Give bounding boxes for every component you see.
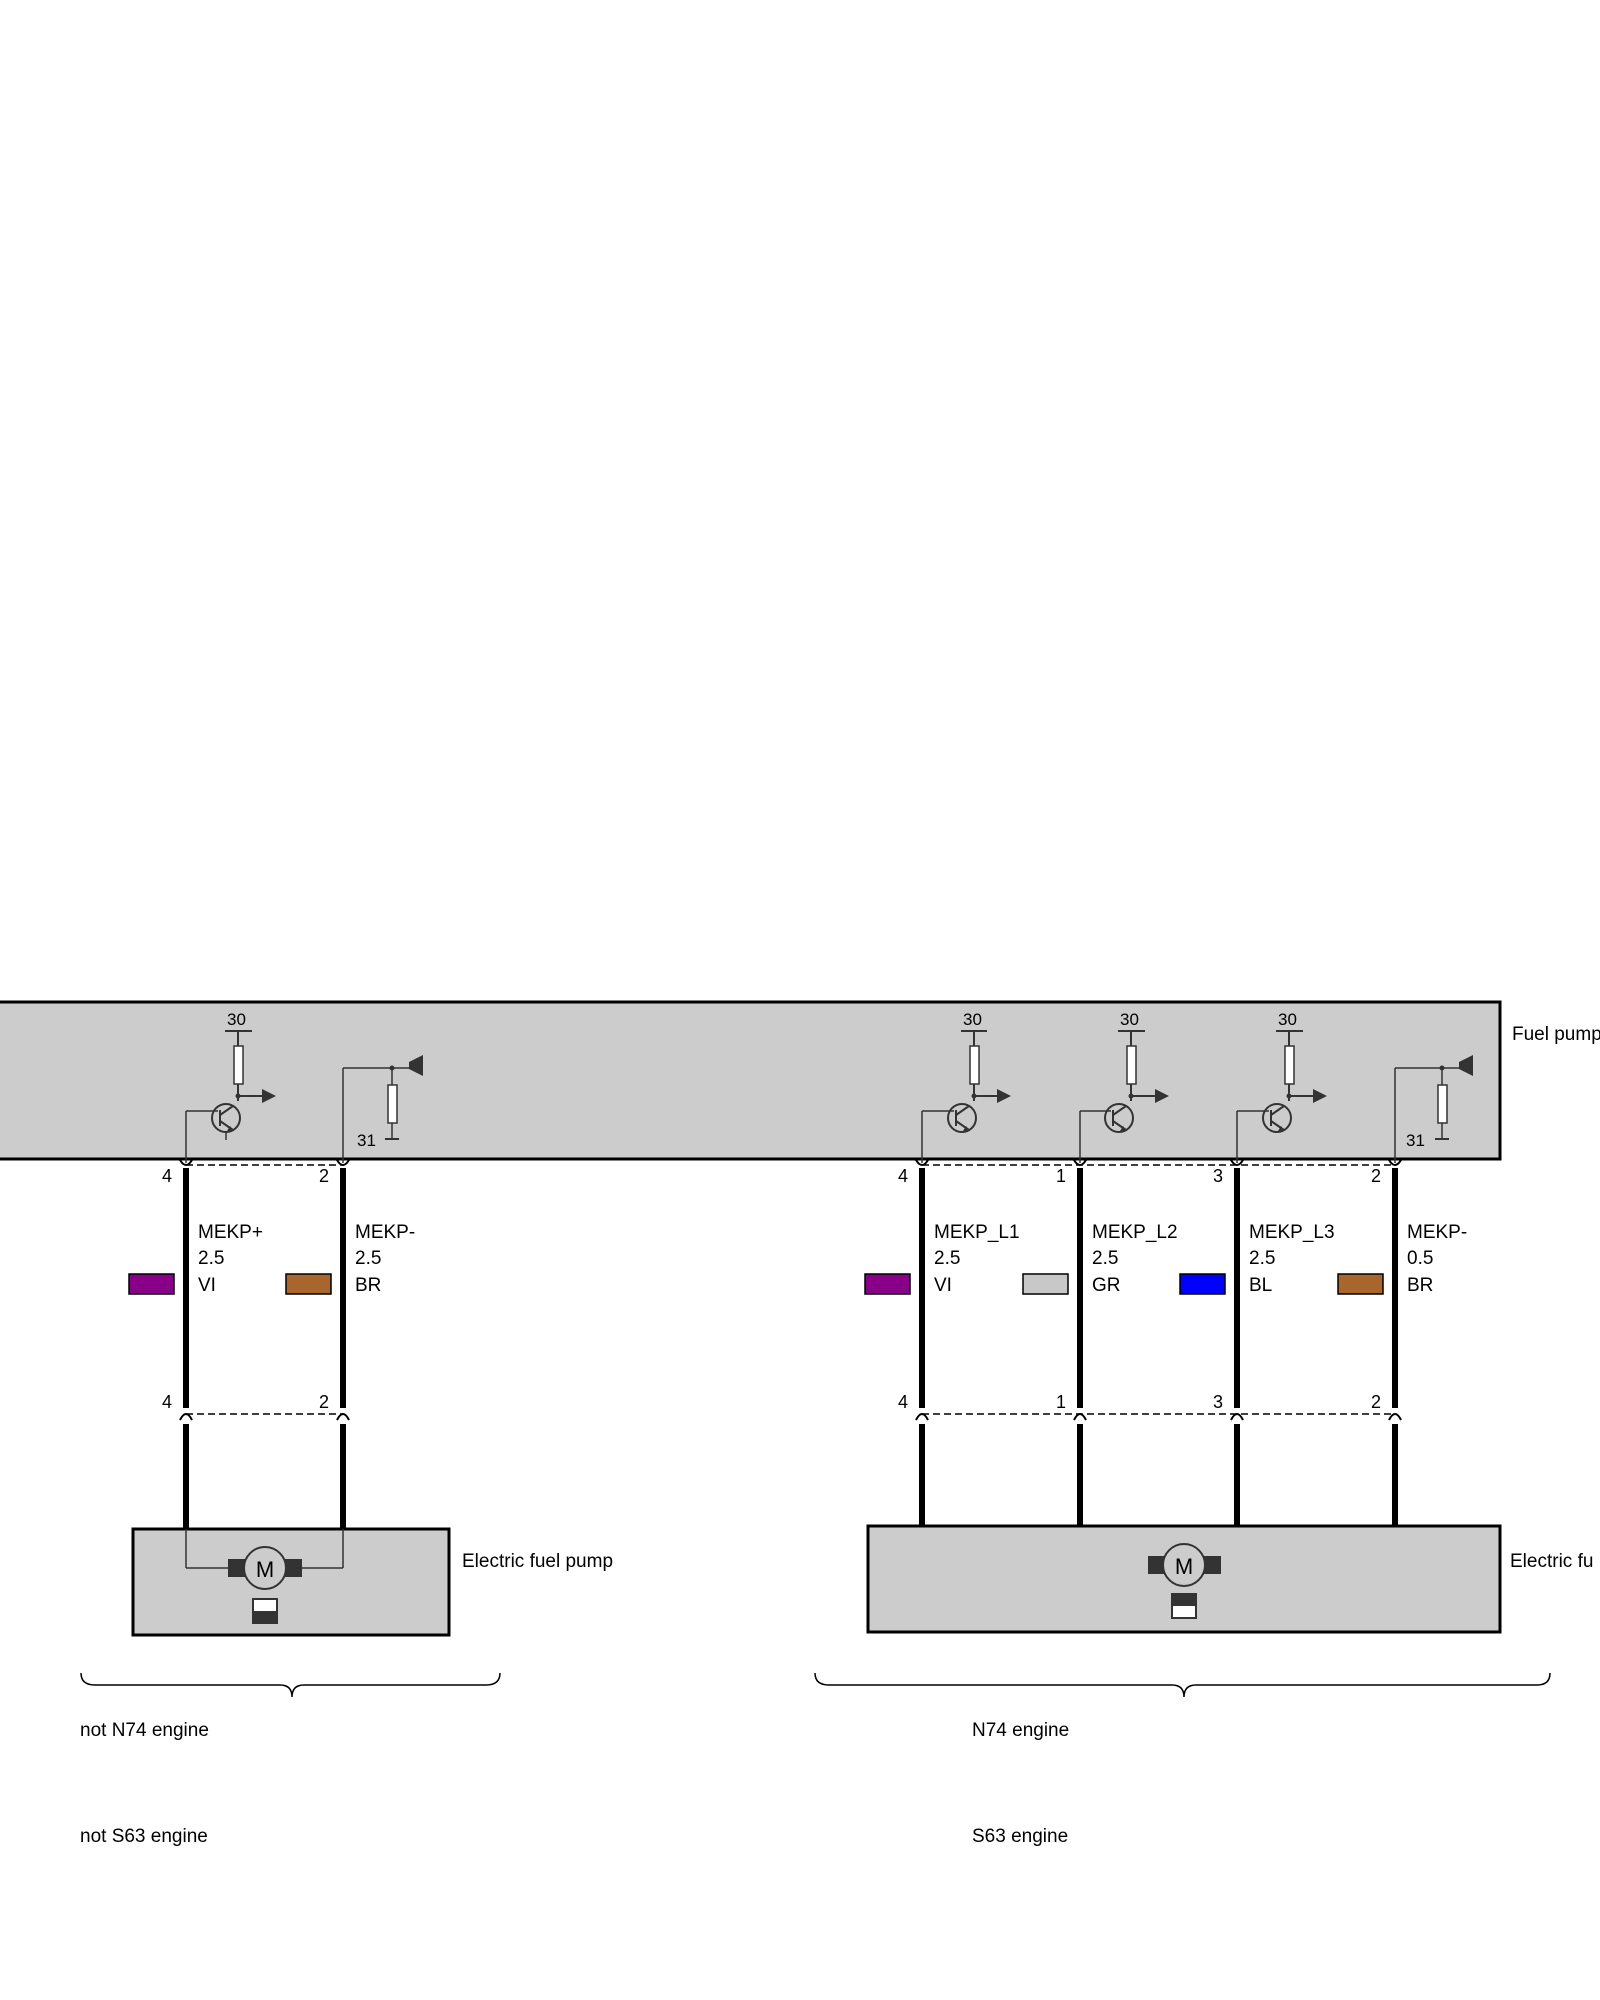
wire-color-swatch [285, 1273, 332, 1295]
terminal-31-label: 31 [1406, 1131, 1425, 1150]
connector-pin-mark [1388, 1413, 1402, 1421]
connector-pin-mark [179, 1413, 193, 1421]
connector-pin-mark [179, 1159, 193, 1166]
wire-size: 2.5 [1249, 1248, 1275, 1269]
connector-pin-mark [915, 1413, 929, 1421]
wire-color-code: GR [1092, 1275, 1121, 1296]
terminal-30-label: 30 [1278, 1010, 1297, 1029]
wire-color-swatch [864, 1273, 911, 1295]
left-ground-sense: 31 [342, 1055, 423, 1163]
control-unit-label: Fuel pump [1512, 1024, 1600, 1045]
wire-color-swatch [1337, 1273, 1384, 1295]
wire-size: 2.5 [934, 1248, 960, 1269]
output-arrow-icon [1313, 1089, 1327, 1103]
connector-pin-mark [1230, 1413, 1244, 1421]
pin-number-top: 4 [162, 1166, 172, 1186]
pin-number-bottom: 4 [898, 1392, 908, 1412]
wire-signal-name: MEKP- [355, 1222, 415, 1243]
right-high-side-driver-3: 30 [1236, 1010, 1327, 1163]
right-high-side-driver-1: 30 [921, 1010, 1011, 1163]
output-arrow-icon [262, 1089, 276, 1103]
variant-right-line1: N74 engine [972, 1720, 1069, 1741]
fuel-level-sensor-icon [252, 1598, 278, 1624]
wire-signal-name: MEKP+ [198, 1222, 263, 1243]
wire-color-swatch [1022, 1273, 1069, 1295]
brace-right [814, 1672, 1551, 1698]
pin-number-bottom: 2 [1371, 1392, 1381, 1412]
wire-color-code: BR [1407, 1275, 1433, 1296]
pin-number-bottom: 1 [1056, 1392, 1066, 1412]
pin-number-bottom: 3 [1213, 1392, 1223, 1412]
fuel-level-sensor-icon [1171, 1593, 1197, 1619]
connector-outlines [186, 1164, 1395, 1415]
wire-color-swatch [1179, 1273, 1226, 1295]
electric-fuel-pump-right-label: Electric fu [1510, 1551, 1593, 1572]
connector-pin-mark [1388, 1159, 1402, 1166]
wire-signal-name: MEKP_L2 [1092, 1222, 1178, 1243]
input-arrow-icon [1459, 1055, 1473, 1076]
variant-left-line2: not S63 engine [80, 1826, 208, 1847]
variant-right-line2: S63 engine [972, 1826, 1068, 1847]
right-high-side-driver-2: 30 [1079, 1010, 1169, 1163]
wire-size: 2.5 [355, 1248, 381, 1269]
wire-signal-name: MEKP_L1 [934, 1222, 1020, 1243]
variant-left-line1: not N74 engine [80, 1720, 209, 1741]
pin-number-bottom: 4 [162, 1392, 172, 1412]
wire-color-swatch [128, 1273, 175, 1295]
left-high-side-driver: 30 [185, 1010, 276, 1163]
wire-signal-name: MEKP- [1407, 1222, 1467, 1243]
pin-number-top: 2 [319, 1166, 329, 1186]
electric-fuel-pump-left [131, 1527, 451, 1637]
terminal-30-label: 30 [1120, 1010, 1139, 1029]
right-ground-sense: 31 [1394, 1055, 1473, 1163]
connector-pin-mark [915, 1159, 929, 1166]
terminal-31-label: 31 [357, 1131, 376, 1150]
motor-icon: M [228, 1546, 302, 1590]
wires-right: 44MEKP_L12.5VI11MEKP_L22.5GR33MEKP_L32.5… [864, 1159, 1467, 1526]
electric-fuel-pump-left-label: Electric fuel pump [462, 1551, 613, 1572]
svg-text:M: M [256, 1557, 274, 1582]
connector-pin-mark [336, 1159, 350, 1166]
wire-color-code: BR [355, 1275, 381, 1296]
pin-number-bottom: 2 [319, 1392, 329, 1412]
svg-text:M: M [1175, 1554, 1193, 1579]
input-arrow-icon [409, 1055, 423, 1076]
connector-pin-mark [1073, 1413, 1087, 1421]
pin-number-top: 1 [1056, 1166, 1066, 1186]
wire-signal-name: MEKP_L3 [1249, 1222, 1335, 1243]
wire-color-code: BL [1249, 1275, 1272, 1296]
wire-size: 2.5 [198, 1248, 224, 1269]
connector-pin-mark [336, 1413, 350, 1421]
connector-pin-mark [1230, 1159, 1244, 1166]
fuel-pump-control-unit [0, 1000, 1502, 1161]
wire-size: 0.5 [1407, 1248, 1433, 1269]
pin-number-top: 2 [1371, 1166, 1381, 1186]
motor-icon: M [1148, 1543, 1221, 1587]
brace-left [80, 1672, 501, 1698]
left-pump-wiring [185, 1529, 344, 1569]
wire-color-code: VI [198, 1275, 216, 1296]
wire-size: 2.5 [1092, 1248, 1118, 1269]
pin-number-top: 4 [898, 1166, 908, 1186]
output-arrow-icon [1155, 1089, 1169, 1103]
wire-color-code: VI [934, 1275, 952, 1296]
terminal-30-label: 30 [227, 1010, 246, 1029]
connector-pin-mark [1073, 1159, 1087, 1166]
pin-number-top: 3 [1213, 1166, 1223, 1186]
output-arrow-icon [997, 1089, 1011, 1103]
terminal-30-label: 30 [963, 1010, 982, 1029]
